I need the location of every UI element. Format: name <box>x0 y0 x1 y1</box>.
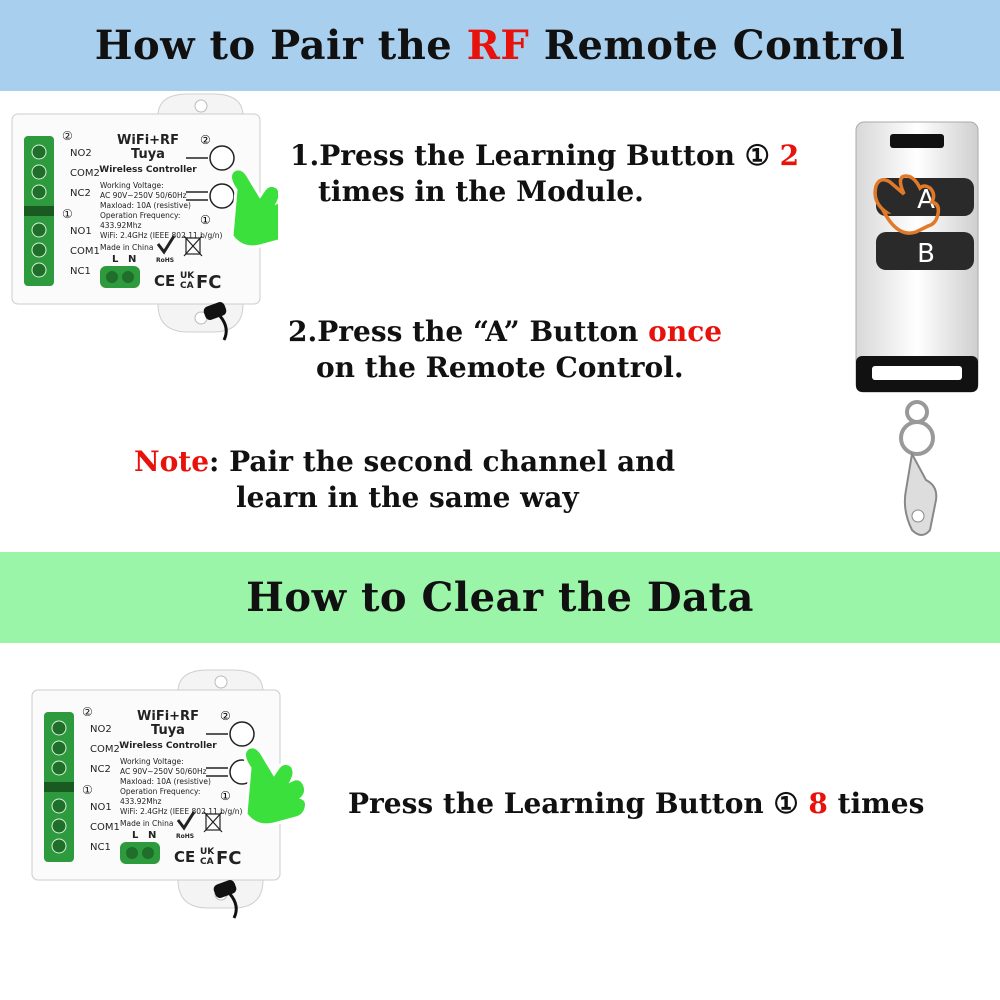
ukca-mark: UK <box>200 847 215 857</box>
l-label: L <box>112 254 119 265</box>
step1-count: 2 <box>779 139 800 172</box>
step2-line2: on the Remote Control. <box>316 351 684 384</box>
spec-line: AC 90V~250V 50/60Hz <box>100 191 187 200</box>
rohs-mark: RoHS <box>156 257 174 264</box>
pair-title-banner: How to Pair the RF Remote Control <box>0 0 1000 91</box>
note-line1: Note: Pair the second channel and <box>134 444 675 480</box>
hand-pointer-icon <box>243 745 308 827</box>
pair-title-prefix: How to Pair the <box>94 22 467 69</box>
step1-line1-prefix: 1.Press the Learning Button ① <box>290 139 780 172</box>
brand-line1: WiFi+RF <box>137 709 199 724</box>
spec-line: Maxload: 10A (resistive) <box>100 201 191 210</box>
step1-text: 1.Press the Learning Button ① 2 times in… <box>290 138 799 210</box>
ch2-mark: ② <box>62 129 73 143</box>
spec-line: 433.92Mhz <box>120 797 161 806</box>
clear-step-text: Press the Learning Button ① 8 times <box>348 786 924 822</box>
l-label: L <box>132 830 139 841</box>
brand-line1: WiFi+RF <box>117 133 179 148</box>
note-text: Note: Pair the second channel and learn … <box>134 444 675 516</box>
ukca-mark: CA <box>180 281 194 291</box>
spec-line: Maxload: 10A (resistive) <box>120 777 211 786</box>
clear-step-count: 8 <box>808 787 828 820</box>
brand-line2: Tuya <box>151 723 185 738</box>
learning-button-2[interactable] <box>229 721 255 747</box>
no2-label: NO2 <box>70 148 92 159</box>
learning-button-1[interactable] <box>209 183 235 209</box>
clear-title: How to Clear the Data <box>246 574 754 621</box>
spec-line: WiFi: 2.4GHz (IEEE 802.11 b/g/n) <box>100 231 222 240</box>
note-label: Note <box>134 445 210 478</box>
remote-button-b-label: B <box>917 239 935 269</box>
learning-button-2[interactable] <box>209 145 235 171</box>
spec-line: Made in China <box>120 819 173 828</box>
clear-step-suffix: times <box>827 787 925 820</box>
rohs-mark: RoHS <box>176 833 194 840</box>
ch1-mark: ① <box>82 783 93 797</box>
pair-title-suffix: Remote Control <box>529 22 906 69</box>
com1-label: COM1 <box>70 246 100 257</box>
spec-line: 433.92Mhz <box>100 221 141 230</box>
no2-label: NO2 <box>90 724 112 735</box>
pair-title: How to Pair the RF Remote Control <box>95 22 906 69</box>
clear-step-prefix: Press the Learning Button ① <box>348 787 809 820</box>
remote-button-b[interactable] <box>876 232 974 270</box>
no1-label: NO1 <box>70 226 92 237</box>
ukca-mark: UK <box>180 271 195 281</box>
step1-line1: 1.Press the Learning Button ① 2 <box>290 138 799 174</box>
spec-line: Made in China <box>100 243 153 252</box>
note-line1-text: : Pair the second channel and <box>209 445 676 478</box>
no1-label: NO1 <box>90 802 112 813</box>
com1-label: COM1 <box>90 822 120 833</box>
hand-pointer-icon <box>873 174 941 235</box>
fc-mark: FC <box>216 848 242 869</box>
com2-label: COM2 <box>90 744 120 755</box>
button1-mark: ① <box>200 213 211 227</box>
module-subtitle: Wireless Controller <box>119 741 217 751</box>
ch2-mark: ② <box>82 705 93 719</box>
ch1-mark: ① <box>62 207 73 221</box>
pair-title-highlight: RF <box>466 22 530 69</box>
nc2-label: NC2 <box>70 188 91 199</box>
step2-text: 2.Press the “A” Button once on the Remot… <box>288 314 722 386</box>
button2-mark: ② <box>220 709 231 723</box>
step2-highlight: once <box>648 315 723 348</box>
n-label: N <box>148 830 156 841</box>
ukca-mark: CA <box>200 857 214 867</box>
spec-line: AC 90V~250V 50/60Hz <box>120 767 207 776</box>
brand-line2: Tuya <box>131 147 165 162</box>
module-subtitle: Wireless Controller <box>99 165 197 175</box>
rf-remote-control: A B <box>855 121 979 536</box>
hand-pointer-icon <box>229 167 278 249</box>
ce-mark: CE <box>174 848 195 866</box>
spec-line: Working Voltage: <box>120 757 184 766</box>
spec-line: Working Voltage: <box>100 181 164 190</box>
remote-button-a-label: A <box>917 185 935 215</box>
ce-mark: CE <box>154 272 175 290</box>
com2-label: COM2 <box>70 168 100 179</box>
clear-title-banner: How to Clear the Data <box>0 552 1000 643</box>
step1-line2: times in the Module. <box>318 175 644 208</box>
button1-mark: ① <box>220 789 231 803</box>
controller-module-top: ② NO2 COM2 NC2 ① NO1 COM1 NC1 WiFi+RF Tu… <box>11 93 278 341</box>
step2-line1: 2.Press the “A” Button once <box>288 314 722 350</box>
note-line2: learn in the same way <box>236 481 579 514</box>
nc1-label: NC1 <box>70 266 91 277</box>
n-label: N <box>128 254 136 265</box>
nc1-label: NC1 <box>90 842 111 853</box>
spec-line: Operation Frequency: <box>100 211 180 220</box>
step2-line1-prefix: 2.Press the “A” Button <box>288 315 649 348</box>
button2-mark: ② <box>200 133 211 147</box>
spec-line: Operation Frequency: <box>120 787 200 796</box>
controller-module-bottom: ② NO2 COM2 NC2 ① NO1 COM1 NC1 WiFi+RF Tu… <box>31 669 308 919</box>
spec-line: WiFi: 2.4GHz (IEEE 802.11 b/g/n) <box>120 807 242 816</box>
nc2-label: NC2 <box>90 764 111 775</box>
fc-mark: FC <box>196 272 222 293</box>
